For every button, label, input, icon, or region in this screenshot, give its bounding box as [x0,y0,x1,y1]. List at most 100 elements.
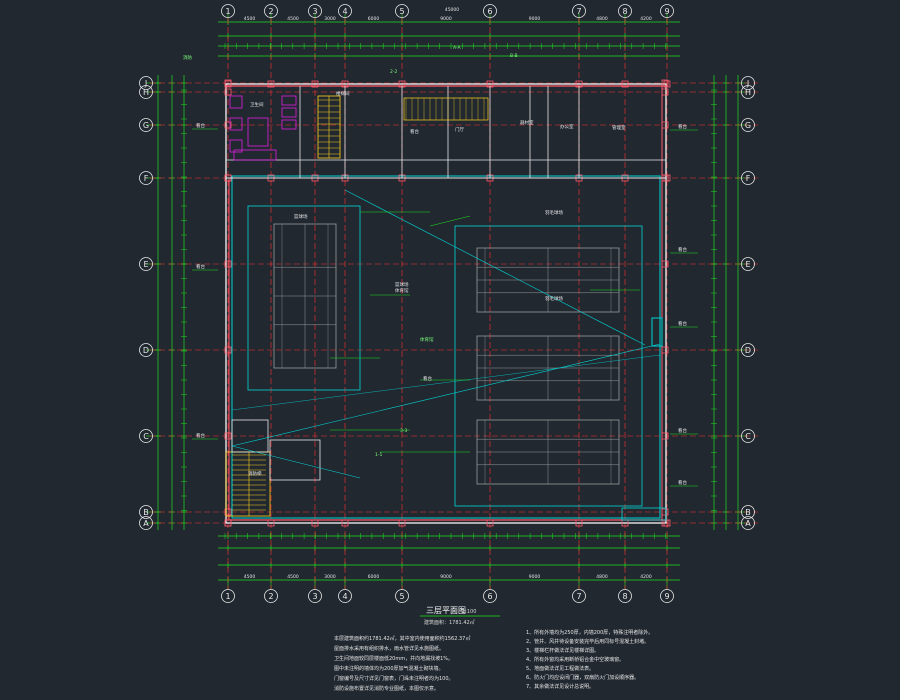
side-label: 看台 [678,427,687,434]
general-notes-right: 1、所有外墙均为250厚，内墙200厚，特殊注明者除外。 2、管井、风井待设备安… [526,629,653,690]
basketball-court-boundary [247,205,361,391]
dimension-value: 9000 [440,574,452,580]
dimension-total: 45000 [445,7,459,13]
room-label: 办公室 [560,123,574,130]
axis-bubble-right [741,118,755,132]
note-right-line: 4、所有外窗均采用断桥铝合金中空玻璃窗。 [526,656,624,663]
axis-bubble-right-label: B [745,508,751,517]
axis-bubble-right [741,505,755,519]
diagonal-leader [231,445,361,479]
dimension-value: 4800 [596,16,608,22]
note-left-line: 屋面排水采用有组织排水，雨水管详见水施图纸。 [334,645,444,652]
axis-bubble-left [139,516,153,530]
axis-bubble-left [139,257,153,271]
axis-bubble-right-label: E [745,260,750,269]
room-label: 楼梯间 [336,90,350,97]
axis-bubble-right [741,343,755,357]
axis-bubble-right-label: C [745,432,751,441]
axis-bubble-bottom [221,589,235,603]
title-block: 三层平面图 1:100 建筑面积：1781.42㎡ [420,606,500,626]
structural-column [224,88,232,96]
toilet-fixture [229,95,243,109]
annotation-tag: 消防 [183,54,192,61]
hall-label: 羽毛球场 [545,295,563,302]
dimension-value: 6000 [368,574,380,580]
axis-bubble-bottom [618,589,632,603]
structural-column [311,80,319,88]
dimension-value: 6000 [368,16,380,22]
toilet-fixture [233,149,277,161]
diagonal-leader [231,343,661,447]
hall-label: 篮球场 [395,281,409,288]
axis-bubble-top-label: 4 [342,7,347,16]
axis-bubble-bottom-label: 1 [225,592,230,601]
axis-bubble-bottom [483,589,497,603]
dimension-value: 4500 [287,16,299,22]
axis-bubble-bottom [308,589,322,603]
axis-bubble-right [741,171,755,185]
toilet-fixture [281,119,297,130]
axis-bubble-left [139,118,153,132]
axis-bubble-right [741,516,755,530]
axis-bubble-top-label: 1 [225,7,230,16]
wall-layer [224,79,671,527]
room-layer [225,86,667,521]
structural-column [224,121,232,129]
general-notes-left: 本层建筑面积约1781.42㎡，其中室内使用面积约1562.37㎡ 屋面排水采用… [334,635,470,692]
storage-room [269,439,321,481]
side-label: 看台 [678,246,687,253]
axis-bubble-right [741,257,755,271]
axis-bubble-top-label: 6 [487,7,492,16]
note-right-line: 2、管井、风井待设备安装完毕后用同标号混凝土封堵。 [526,638,649,645]
dimension-value: 4500 [244,16,256,22]
axis-bubble-top-label: 8 [622,7,627,16]
axis-bubble-left-label: C [143,432,149,441]
axis-bubble-bottom-label: 7 [576,592,581,601]
axis-bubble-bottom-label: 9 [664,592,669,601]
drawing-subtitle: 建筑面积：1781.42㎡ [424,619,475,626]
dimension-layer [146,14,748,590]
dimension-value: 4800 [596,574,608,580]
side-label: 看台 [196,432,205,439]
axis-bubble-left-label: J [144,79,147,88]
axis-bubble-bottom [660,589,674,603]
axis-bubble-bottom [338,589,352,603]
axis-bubble-bottom [395,589,409,603]
structural-column [224,508,232,516]
axis-bubble-top-label: 7 [576,7,581,16]
axis-bubble-top [483,4,497,18]
note-left-line: 本层建筑面积约1781.42㎡，其中室内使用面积约1562.37㎡ [334,635,470,642]
toilet-fixture [281,107,297,118]
room-label: 体育馆 [395,287,409,294]
axis-bubble-top [221,4,235,18]
axis-bubble-bottom-label: 3 [312,592,317,601]
side-door [651,317,663,347]
annotation-tag: 1-1 [375,452,382,458]
stair-mid [403,97,489,121]
axis-bubble-bottom-label: 6 [487,592,492,601]
structural-column [267,80,275,88]
axis-bubble-left [139,343,153,357]
structural-column [621,80,629,88]
note-right-line: 6、防火门均应设闭门器，双扇防火门加设顺序器。 [526,674,639,681]
room-label: 器材室 [520,119,534,126]
axis-bubble-left-label: H [143,88,149,97]
axis-bubble-top-label: 3 [312,7,317,16]
axis-bubble-left-label: F [144,174,149,183]
drawing-title: 三层平面图 [426,606,466,615]
axis-bubble-top-label: 9 [664,7,669,16]
stair-bottom [225,451,271,517]
curtain-wall-glazing [231,175,661,519]
entry-canopy [621,507,667,521]
axis-bubble-right-label: D [745,346,751,355]
dimension-value: 9000 [529,574,541,580]
court-layer [231,189,661,507]
note-left-line: 门窗编号及尺寸详见门窗表，门垛未注明者均为100。 [334,675,454,682]
axis-bubble-left [139,171,153,185]
hall-label: 体育馆 [420,336,434,343]
room-label: 篮球场 [294,213,308,220]
axis-bubble-top [264,4,278,18]
annotation-tag: 3-3 [400,428,407,434]
axis-bubble-right-label: H [745,88,751,97]
